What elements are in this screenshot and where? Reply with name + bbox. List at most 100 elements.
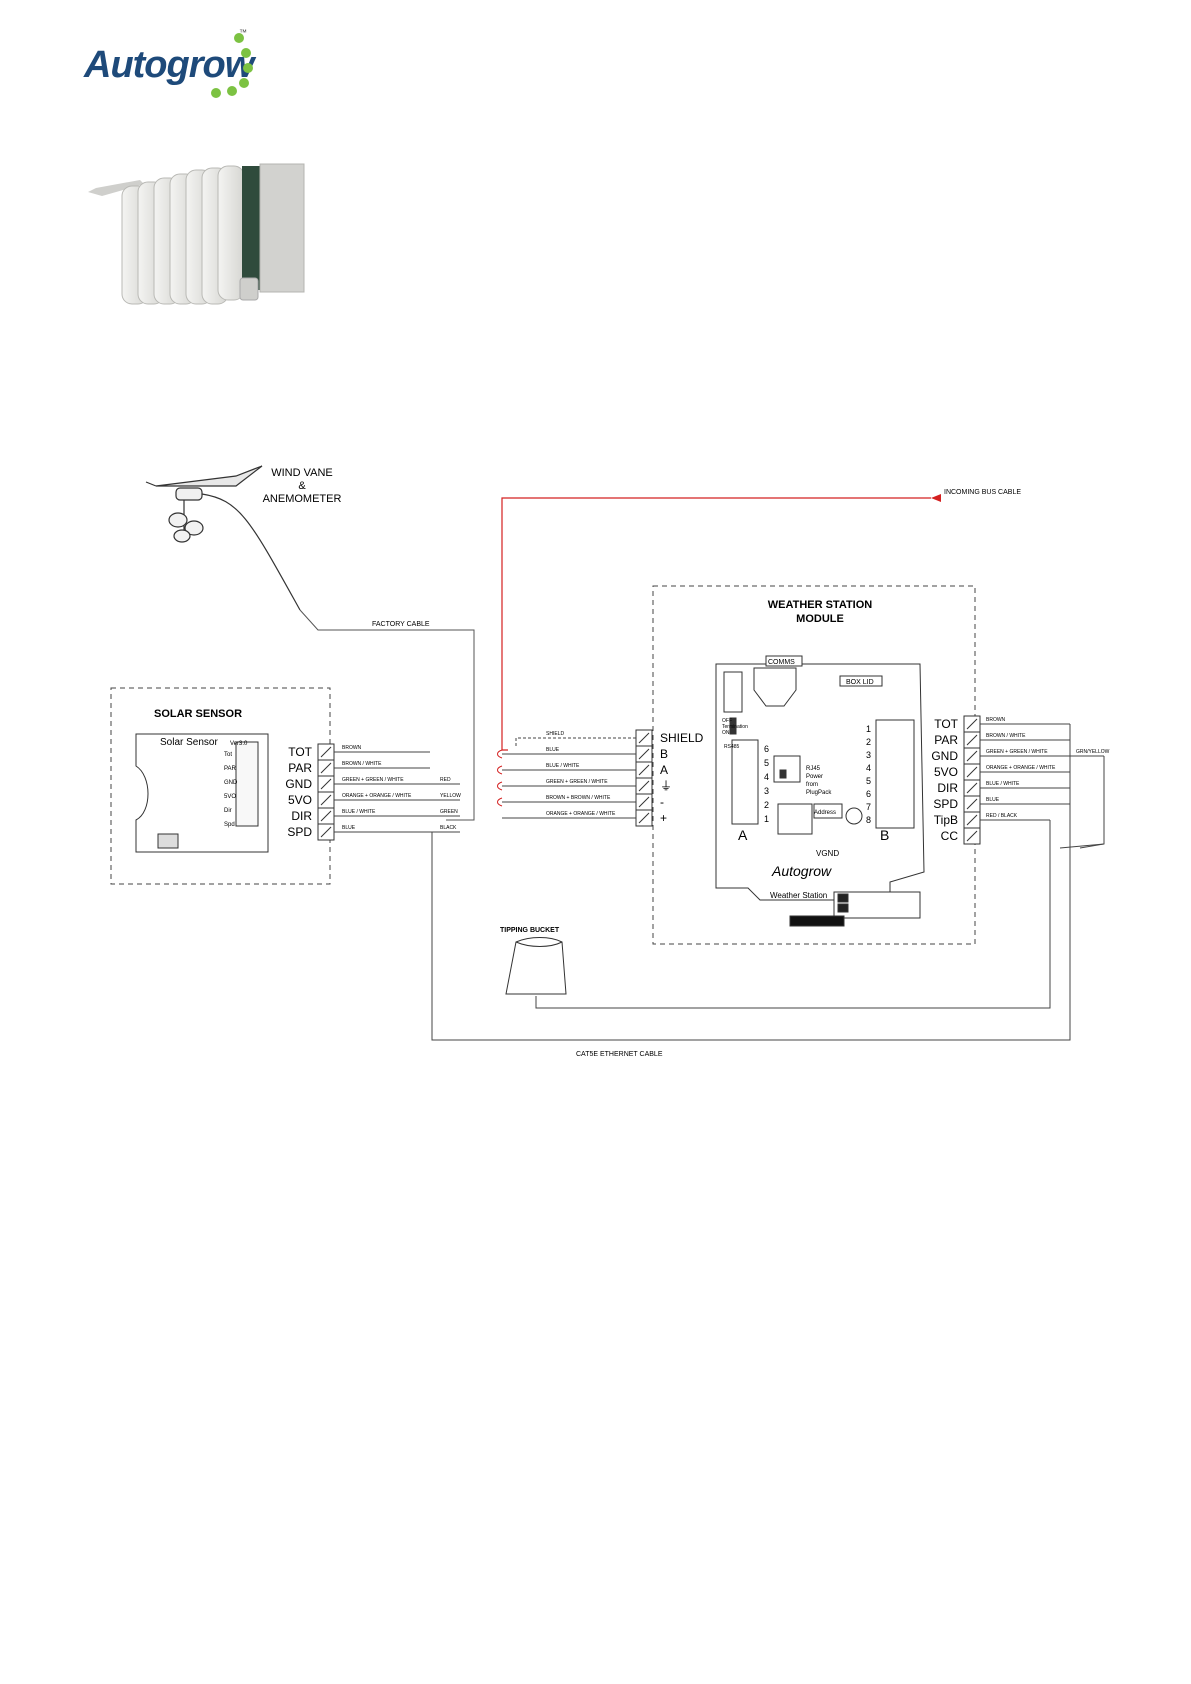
svg-text:BROWN / WHITE: BROWN / WHITE xyxy=(986,733,1026,739)
svg-text:1: 1 xyxy=(764,814,769,824)
module-right-label: 5VO xyxy=(934,765,958,779)
factory-cable-label: FACTORY CABLE xyxy=(372,621,430,628)
wind-vane-icon xyxy=(145,465,301,611)
svg-text:5: 5 xyxy=(866,776,871,786)
solar-terminal-label: TOT xyxy=(288,745,312,759)
solar-sensor-photo xyxy=(88,163,305,305)
solar-wires xyxy=(334,751,460,833)
wind-vane-label: WIND VANE xyxy=(271,467,333,479)
from-label: from xyxy=(806,782,818,788)
svg-text:4: 4 xyxy=(866,763,871,773)
svg-text:BROWN + BROWN / WHITE: BROWN + BROWN / WHITE xyxy=(546,795,611,801)
logo-dot xyxy=(211,88,221,98)
solar-terminal-label: DIR xyxy=(291,809,312,823)
grn-yellow-label: GRN/YELLOW xyxy=(1076,749,1110,755)
svg-text:1: 1 xyxy=(866,724,871,734)
svg-text:ORANGE + ORANGE / WHITE: ORANGE + ORANGE / WHITE xyxy=(986,765,1056,771)
svg-text:6: 6 xyxy=(764,744,769,754)
photo-louvres xyxy=(121,165,245,305)
incoming-bus-cable xyxy=(501,497,931,751)
module-left-label: + xyxy=(660,811,667,825)
module-right-label: CC xyxy=(941,829,959,843)
trademark: ™ xyxy=(239,28,247,37)
board-letter-a: A xyxy=(738,827,748,843)
solar-sensor-title: SOLAR SENSOR xyxy=(154,708,242,720)
on-label: ON xyxy=(722,730,730,736)
logo-dot xyxy=(234,33,244,43)
tipping-bucket-label: TIPPING BUCKET xyxy=(500,927,560,934)
svg-text:GREEN: GREEN xyxy=(440,809,458,815)
pin-label: GND xyxy=(224,780,238,786)
solar-terminal-label: 5VO xyxy=(288,793,312,807)
rs485-label: RS485 xyxy=(724,744,740,750)
termination-label: Termination xyxy=(722,724,748,730)
module-right-label: PAR xyxy=(934,733,958,747)
wind-vane-amp: & xyxy=(298,480,306,492)
vgnd-label: VGND xyxy=(816,849,839,858)
photo-box xyxy=(259,163,305,293)
svg-text:BLUE / WHITE: BLUE / WHITE xyxy=(342,809,376,815)
module-right-label: SPD xyxy=(933,797,958,811)
svg-text:BLUE / WHITE: BLUE / WHITE xyxy=(986,781,1020,787)
anemometer-label: ANEMOMETER xyxy=(263,493,342,505)
module-right-label: GND xyxy=(931,749,958,763)
solar-wire-labels: BROWN BROWN / WHITE GREEN + GREEN / WHIT… xyxy=(342,745,412,831)
solar-terminal-label: PAR xyxy=(288,761,312,775)
incoming-bus-label: INCOMING BUS CABLE xyxy=(944,489,1021,496)
module-right-label: TipB xyxy=(934,813,958,827)
svg-text:BROWN / WHITE: BROWN / WHITE xyxy=(342,761,382,767)
pin-label: Spd xyxy=(224,822,235,828)
solar-board-pins: Tot PAR GND 5VO Dir Spd xyxy=(224,752,238,828)
svg-text:3: 3 xyxy=(764,786,769,796)
factory-cable xyxy=(299,609,475,821)
svg-text:8: 8 xyxy=(866,815,871,825)
pin-label: Tot xyxy=(224,752,232,758)
tipping-bucket-icon xyxy=(505,937,567,995)
module-left-label: SHIELD xyxy=(660,731,704,745)
svg-text:GREEN + GREEN / WHITE: GREEN + GREEN / WHITE xyxy=(546,779,608,785)
logo-dot xyxy=(241,48,251,58)
svg-text:BLUE: BLUE xyxy=(342,825,356,831)
module-left-label: A xyxy=(660,763,668,777)
solar-board-name: Solar Sensor xyxy=(160,737,218,748)
svg-text:BROWN: BROWN xyxy=(986,717,1006,723)
wiring-diagram: WIND VANE & ANEMOMETER FACTORY CABLE INC… xyxy=(110,465,1110,1058)
off-label: OFF xyxy=(722,718,732,724)
svg-text:2: 2 xyxy=(764,800,769,810)
module-board-text: COMMS BOX LID RS485 RJ45 Power from Plug… xyxy=(722,659,889,900)
svg-text:YELLOW: YELLOW xyxy=(440,793,461,799)
pin-label: Dir xyxy=(224,808,232,814)
solar-terminals: TOT PAR GND 5VO DIR SPD BROWN BROWN / WH… xyxy=(285,743,461,841)
plugpack-label: PlugPack xyxy=(806,790,832,796)
solar-terminal-label: GND xyxy=(285,777,312,791)
svg-text:4: 4 xyxy=(764,772,769,782)
logo-wordmark: Autogrow xyxy=(84,44,254,86)
autogrow-logo: Autogrow ™ xyxy=(84,28,284,108)
module-left-label: B xyxy=(660,747,668,761)
solar-board-version: Ver3.0 xyxy=(230,741,248,747)
svg-text:BLACK: BLACK xyxy=(440,825,457,831)
svg-text:7: 7 xyxy=(866,802,871,812)
module-board xyxy=(715,655,925,927)
comms-label: COMMS xyxy=(768,659,795,666)
address-label: Address xyxy=(814,810,836,816)
module-left-label: ⏚ xyxy=(660,779,672,793)
svg-text:SHIELD: SHIELD xyxy=(546,731,564,737)
svg-text:ORANGE + ORANGE / WHITE: ORANGE + ORANGE / WHITE xyxy=(546,811,616,817)
photo-band xyxy=(242,166,262,290)
svg-text:6: 6 xyxy=(866,789,871,799)
ethernet-cable-label: CAT5E ETHERNET CABLE xyxy=(576,1051,663,1058)
svg-text:GREEN + GREEN / WHITE: GREEN + GREEN / WHITE xyxy=(342,777,404,783)
board-letter-b: B xyxy=(880,827,889,843)
svg-text:RED / BLACK: RED / BLACK xyxy=(986,813,1018,819)
photo-gland xyxy=(239,277,259,301)
logo-dot xyxy=(243,63,253,73)
board-right-nums: 1 2 3 4 5 6 7 8 xyxy=(866,724,871,825)
board-brand: Autogrow xyxy=(771,863,832,879)
svg-text:3: 3 xyxy=(866,750,871,760)
box-lid-label: BOX LID xyxy=(846,679,874,686)
module-left-label: - xyxy=(660,795,664,809)
svg-text:RED: RED xyxy=(440,777,451,783)
module-right-wire-labels: BROWN BROWN / WHITE GREEN + GREEN / WHIT… xyxy=(986,717,1110,819)
svg-text:BROWN: BROWN xyxy=(342,745,362,751)
